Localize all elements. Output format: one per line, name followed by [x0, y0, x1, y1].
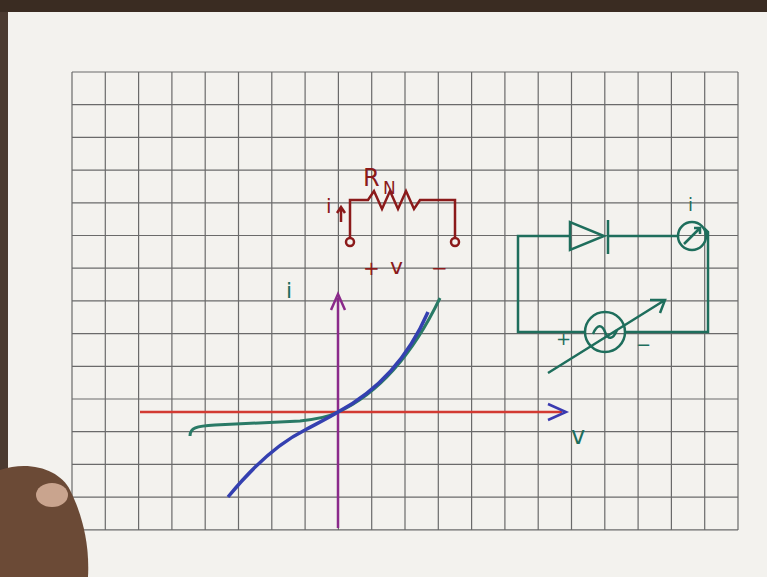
grid-line: [72, 464, 738, 465]
grid-line: [72, 137, 738, 138]
grid-line: [338, 72, 339, 530]
grid-line: [72, 71, 738, 72]
grid-line: [72, 235, 738, 236]
fingernail: [36, 483, 68, 507]
grid-line: [72, 104, 738, 105]
v-axis: [140, 411, 562, 414]
grid-line: [72, 497, 738, 498]
finger: [0, 466, 88, 577]
terminal: [451, 238, 459, 246]
grid-line: [72, 398, 738, 399]
axis-label: v: [571, 424, 585, 448]
axis-arrow: [331, 294, 345, 310]
grid-line: [72, 202, 738, 203]
axis-arrow: [548, 404, 566, 420]
axis-label: i: [286, 280, 292, 302]
polarity-sign: +: [363, 258, 380, 278]
grid-line: [72, 170, 738, 171]
ammeter-symbol: [678, 222, 706, 250]
grid-line: [72, 366, 738, 367]
diode-bar: [607, 220, 610, 254]
grid: [72, 72, 738, 530]
top-edge: [0, 0, 767, 12]
grid-line: [72, 529, 738, 530]
current-label: i: [326, 196, 332, 216]
diode-symbol: [570, 222, 604, 250]
resistor-symbol: [350, 191, 455, 238]
wire: [518, 236, 585, 332]
grid-line: [72, 431, 738, 432]
nonlinear-curve: [228, 312, 428, 497]
polarity-sign: −: [431, 258, 448, 278]
current-label: i: [688, 196, 693, 214]
grid-line: [72, 300, 738, 301]
meter-needle: [684, 228, 700, 244]
polarity-sign: −: [636, 336, 651, 354]
voltage-label: v: [390, 256, 403, 278]
current-arrow: [337, 207, 345, 222]
terminal: [346, 238, 354, 246]
paper: [8, 12, 767, 577]
variable-arrow: [548, 300, 665, 373]
resistor-name: R: [363, 166, 380, 190]
diode-curve: [190, 298, 440, 436]
resistor-subscript: N: [383, 180, 396, 197]
grid-line: [72, 268, 738, 269]
polarity-sign: +: [556, 330, 571, 348]
